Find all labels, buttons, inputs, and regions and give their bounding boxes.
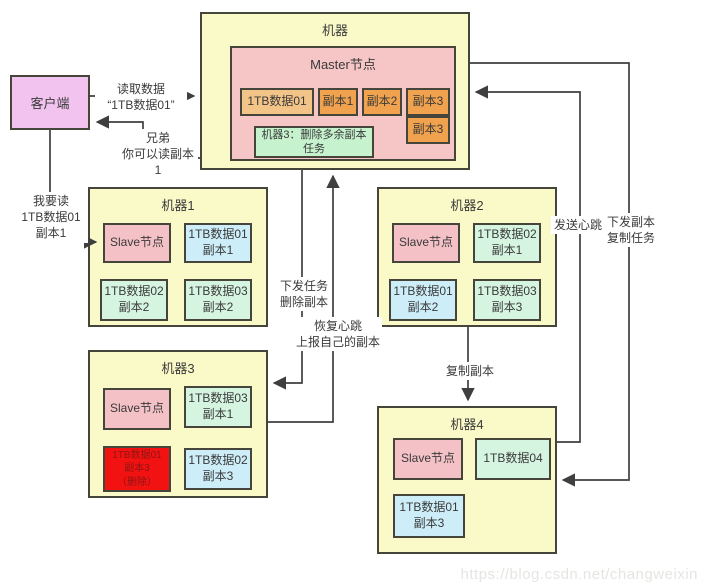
label-line: 删除副本 [279, 295, 328, 310]
block-line: 1TB数据03 [188, 284, 248, 299]
block-line: 1TB数据01 [112, 449, 162, 461]
master-task-block: 机器3：删除多余副本 任务 [254, 126, 374, 158]
label-client-read: 我要读 1TB数据01 副本1 [14, 192, 88, 243]
machine2-block-data03-r3: 1TB数据03 副本3 [473, 279, 541, 321]
master-replica3-label: 副本3 [412, 94, 444, 109]
label-heartbeat-recover: 恢复心跳 上报自己的副本 [294, 317, 382, 352]
label-line: 恢复心跳 [313, 319, 362, 333]
label-send-heartbeat: 发送心跳 [551, 216, 605, 235]
machine1-block-data03-r2: 1TB数据03 副本2 [184, 279, 252, 321]
machine3-slave-node: Slave节点 [103, 388, 171, 430]
machine2-block-data02-r1: 1TB数据02 副本1 [473, 223, 541, 263]
machine4-slave-label: Slave节点 [400, 451, 456, 466]
block-line: 1TB数据03 [188, 391, 248, 406]
arrow-copy-task [470, 62, 630, 487]
machine3-block-data02-r3: 1TB数据02 副本3 [184, 448, 252, 490]
master-node-title: Master节点 [310, 57, 376, 72]
label-line: 读取数据 [116, 82, 165, 96]
machine1-slave-node: Slave节点 [103, 223, 171, 263]
machine1-box: 机器1 Slave节点 1TB数据01 副本1 1TB数据02 副本2 1TB数… [88, 187, 268, 327]
label-line: 复制任务 [606, 231, 655, 246]
block-line: 副本1 [202, 243, 234, 257]
block-line: 1TB数据04 [483, 451, 543, 466]
master-node-box: Master节点 1TB数据01 副本1 副本2 副本3 副本3 机器3：删除多… [230, 46, 456, 161]
machine4-slave-node: Slave节点 [393, 438, 463, 480]
machine1-block-data01-r1: 1TB数据01 副本1 [184, 223, 252, 263]
block-line: 副本3 [413, 516, 445, 530]
master-extra-replica3-label: 副本3 [412, 122, 444, 137]
label-line: 兄弟 [145, 131, 170, 145]
block-line: 副本2 [202, 300, 234, 314]
label-delete-task: 下发任务 删除副本 [276, 277, 332, 312]
master-task-line1: 机器3：删除多余副本 [261, 128, 367, 141]
machine2-box: 机器2 Slave节点 1TB数据02 副本1 1TB数据01 副本2 1TB数… [377, 187, 557, 327]
machine4-title: 机器4 [450, 417, 484, 432]
master-replica3-block: 副本3 [406, 88, 450, 116]
machine3-block-deleted: 1TB数据01 副本3 （删除） [103, 446, 171, 492]
master-data-block: 1TB数据01 [240, 88, 314, 116]
block-line: 副本3 [202, 469, 234, 483]
machine4-box: 机器4 Slave节点 1TB数据04 1TB数据01 副本3 [377, 406, 557, 554]
block-line: 副本1 [491, 243, 523, 257]
block-line: 副本1 [202, 407, 234, 421]
watermark-url: https://blog.csdn.net/changweixin [460, 566, 698, 583]
machine2-slave-label: Slave节点 [398, 235, 454, 250]
master-replica2-label: 副本2 [366, 94, 398, 109]
machine1-title: 机器1 [161, 198, 195, 213]
master-task-line2: 任务 [303, 143, 325, 155]
machine1-slave-label: Slave节点 [109, 235, 165, 250]
machine3-slave-label: Slave节点 [109, 401, 165, 416]
arrow-send-heartbeat [474, 85, 581, 443]
master-machine-box: 机器 Master节点 1TB数据01 副本1 副本2 副本3 副本3 机器3：… [200, 12, 470, 170]
master-data-block-label: 1TB数据01 [247, 94, 307, 109]
label-read-response: 兄弟 你可以读副本1 [118, 129, 198, 180]
label-line: 你可以读副本1 [121, 147, 194, 178]
label-line: 下发副本 [606, 215, 655, 229]
label-read-request: 读取数据 “1TB数据01” [95, 80, 187, 115]
machine4-block-data01-r3: 1TB数据01 副本3 [393, 494, 465, 538]
block-line: 1TB数据02 [188, 453, 248, 468]
block-line: 副本3 [491, 300, 523, 314]
machine2-slave-node: Slave节点 [392, 223, 460, 263]
arrow-heartbeat-recover [268, 174, 340, 423]
master-replica1-block: 副本1 [318, 88, 358, 116]
machine1-block-data02-r2: 1TB数据02 副本2 [100, 279, 168, 321]
block-line: （删除） [117, 476, 157, 488]
master-replica2-block: 副本2 [362, 88, 402, 116]
machine3-title: 机器3 [161, 361, 195, 376]
block-line: 1TB数据01 [188, 227, 248, 242]
machine3-box: 机器3 Slave节点 1TB数据03 副本1 1TB数据01 副本3 （删除）… [88, 350, 268, 498]
label-line: 发送心跳 [553, 218, 602, 232]
master-extra-replica3-block: 副本3 [406, 116, 450, 144]
block-line: 副本3 [124, 463, 150, 475]
machine4-block-data04: 1TB数据04 [475, 438, 551, 480]
block-line: 副本2 [407, 300, 439, 314]
client-label: 客户端 [30, 96, 70, 111]
master-machine-title: 机器 [321, 23, 348, 38]
client-box: 客户端 [10, 75, 90, 130]
machine2-title: 机器2 [450, 198, 484, 213]
label-line: “1TB数据01” [107, 98, 175, 113]
label-line: 我要读 [32, 194, 69, 208]
block-line: 副本2 [118, 300, 150, 314]
block-line: 1TB数据01 [393, 284, 453, 299]
label-line: 上报自己的副本 [296, 335, 381, 350]
label-copy-task: 下发副本 复制任务 [604, 213, 658, 248]
machine3-block-data03-r1: 1TB数据03 副本1 [184, 386, 252, 428]
block-line: 1TB数据02 [477, 227, 537, 242]
block-line: 1TB数据02 [104, 284, 164, 299]
label-line: 复制副本 [445, 364, 494, 378]
block-line: 1TB数据01 [399, 500, 459, 515]
label-line: 副本1 [35, 226, 67, 241]
label-copy-replica: 复制副本 [443, 362, 497, 381]
label-line: 下发任务 [279, 279, 328, 293]
label-line: 1TB数据01 [21, 210, 81, 225]
block-line: 1TB数据03 [477, 284, 537, 299]
machine2-block-data01-r2: 1TB数据01 副本2 [389, 279, 457, 321]
arrow-delete-task [272, 170, 303, 390]
master-replica1-label: 副本1 [322, 94, 354, 109]
